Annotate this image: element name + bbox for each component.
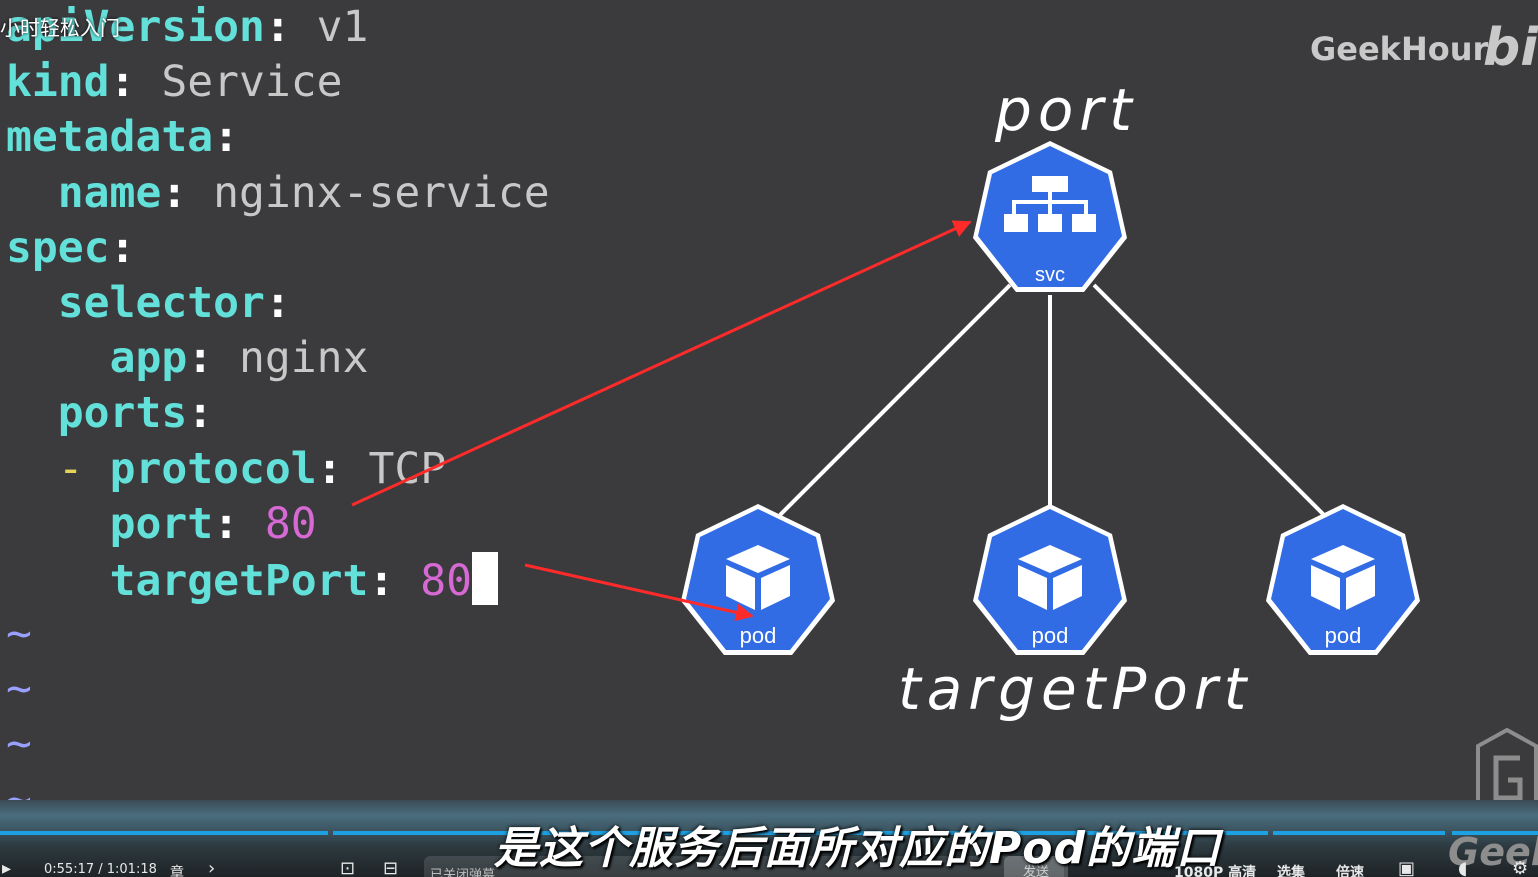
code-token: :	[368, 555, 421, 606]
pod-node-1: pod	[681, 504, 835, 655]
subtitle-icon[interactable]: ▣	[1398, 858, 1416, 877]
code-line: metadata:	[6, 110, 550, 165]
code-line: name: nginx-service	[6, 166, 550, 221]
send-button[interactable]: 发送	[1004, 856, 1068, 877]
time-display: 0:55:17 / 1:01:18	[44, 862, 157, 877]
pod-label: pod	[740, 623, 777, 648]
code-line: - protocol: TCP	[6, 442, 550, 497]
chevron-right-icon[interactable]: ›	[208, 858, 216, 877]
brand-watermark: GeekHour	[1310, 30, 1489, 68]
code-token: port	[109, 498, 214, 549]
cube-icon	[1311, 545, 1375, 610]
speed-button[interactable]: 倍速	[1336, 865, 1364, 877]
settings-icon[interactable]: ⚙	[1512, 858, 1529, 877]
pod-label: pod	[1032, 623, 1069, 648]
code-token: metadata	[6, 112, 214, 163]
svc-pod3-line	[1092, 283, 1326, 517]
network-icon	[1004, 176, 1096, 232]
code-line: port: 80	[6, 497, 550, 552]
code-token: selector	[57, 277, 265, 328]
code-token: 80	[420, 555, 473, 606]
bilibili-watermark: bili	[1483, 18, 1538, 78]
svc-pod1-line	[778, 283, 1012, 517]
danmaku-input[interactable]: 已关闭弹幕	[424, 856, 1064, 877]
danmaku-toggle-icon[interactable]: ⊡	[340, 858, 356, 877]
danmaku-placeholder: 已关闭弹幕	[430, 868, 496, 877]
player-controls-background	[0, 800, 1538, 877]
code-token: :	[316, 443, 369, 494]
code-line: ~	[6, 662, 550, 717]
video-title: 小时轻松入门	[0, 16, 120, 40]
code-line: targetPort: 80	[6, 551, 550, 607]
svc-node: svc	[973, 141, 1127, 292]
code-line: selector:	[6, 276, 550, 331]
code-line: kind: Service	[6, 55, 550, 110]
danmaku-settings-icon[interactable]: ⊟	[383, 858, 399, 877]
code-token: :	[187, 333, 240, 384]
code-token: :	[161, 167, 214, 218]
port-label: port	[995, 76, 1138, 144]
cube-icon	[1018, 545, 1082, 610]
code-token: apiVersion	[6, 2, 265, 52]
code-token: kind	[6, 57, 110, 108]
play-icon[interactable]: ▸	[2, 858, 12, 877]
code-token: ~	[6, 719, 32, 770]
chapter-button[interactable]: 章	[170, 865, 184, 877]
code-line: ports:	[6, 386, 550, 441]
pod-label: pod	[1325, 623, 1362, 648]
code-token: v1	[316, 2, 369, 52]
code-line: ~	[6, 607, 550, 662]
text-cursor	[472, 551, 499, 605]
svc-label: svc	[1035, 264, 1065, 286]
code-token: :	[264, 2, 317, 52]
code-line: ~	[6, 717, 550, 772]
geek-footer-watermark: Geek	[1448, 830, 1538, 874]
code-token: :	[109, 222, 136, 273]
episodes-button[interactable]: 选集	[1277, 865, 1305, 877]
pod-node-2: pod	[973, 504, 1127, 655]
code-token: :	[187, 388, 214, 439]
code-token: Service	[161, 57, 343, 108]
quality-button[interactable]: 1080P 高清	[1174, 865, 1257, 877]
code-token: :	[213, 498, 265, 549]
code-token: 80	[264, 498, 317, 549]
target-port-arrow	[524, 563, 754, 622]
target-port-label: targetPort	[898, 655, 1253, 723]
code-token: spec	[6, 222, 110, 273]
code-line: apiVersion: v1	[6, 0, 550, 55]
port-arrow	[351, 220, 972, 507]
code-token: ~	[6, 609, 32, 660]
code-token: :	[109, 57, 162, 108]
cube-icon	[726, 545, 790, 610]
code-token: app	[109, 333, 188, 384]
pod-node-3: pod	[1266, 504, 1420, 655]
code-token: name	[57, 167, 162, 218]
code-token: ~	[6, 664, 32, 715]
code-token: nginx	[239, 333, 369, 384]
code-line: app: nginx	[6, 331, 550, 386]
code-token: protocol	[109, 443, 317, 494]
code-token: ports	[57, 388, 188, 439]
code-line: spec:	[6, 221, 550, 276]
code-token: :	[213, 112, 239, 163]
code-token: :	[264, 277, 291, 328]
code-token: targetPort	[109, 555, 369, 606]
code-token: -	[57, 443, 110, 494]
volume-icon[interactable]: ◖	[1458, 858, 1468, 877]
code-token: nginx-service	[213, 167, 550, 218]
progress-bar[interactable]	[0, 831, 1538, 835]
subtitle: 是这个服务后面所对应的Pod的端口	[494, 823, 1221, 874]
